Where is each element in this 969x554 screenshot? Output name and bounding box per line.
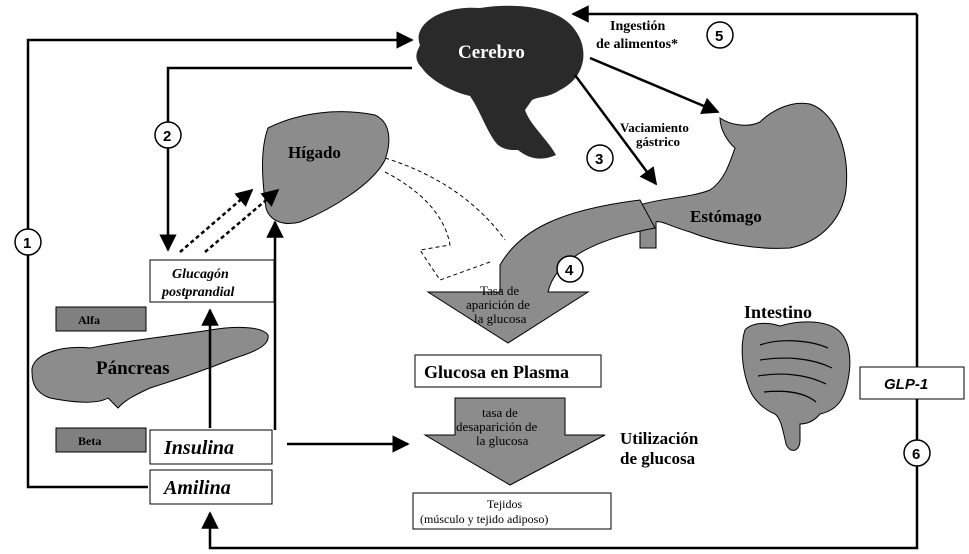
glp1-label: GLP-1	[884, 376, 928, 393]
tissues-label-1: Tejidos	[487, 497, 522, 511]
pathway-number-2: 2	[155, 122, 181, 148]
tissues-box: Tejidos (músculo y tejido adiposo)	[413, 493, 611, 529]
brain-label: Cerebro	[458, 42, 525, 63]
utilization-label-2: de glucosa	[620, 449, 696, 468]
svg-text:4: 4	[565, 262, 574, 279]
glucagon-box: Glucagón postprandial	[150, 260, 274, 302]
intestine-label: Intestino	[744, 302, 812, 322]
utilization-label-1: Utilización	[620, 429, 699, 448]
brain: Cerebro	[416, 6, 583, 159]
svg-text:5: 5	[715, 28, 723, 45]
insulin-label: Insulina	[163, 437, 234, 459]
tissues-label-2: (músculo y tejido adiposo)	[420, 512, 548, 526]
glucagon-label-1: Glucagón	[172, 267, 229, 282]
food-intake-label-2: de alimentos*	[596, 37, 678, 52]
beta-label: Beta	[78, 434, 101, 448]
glucose-appearance-flow	[428, 200, 655, 343]
glucagon-to-liver-arrows	[180, 190, 278, 252]
pathway-number-1: 1	[15, 229, 41, 255]
alpha-label: Alfa	[78, 313, 100, 327]
plasma-glucose-label: Glucosa en Plasma	[424, 362, 569, 382]
liver-glucose-output	[385, 158, 505, 280]
stomach-label: Estómago	[690, 207, 762, 226]
pathway-number-6: 6	[904, 440, 930, 466]
food-intake-label-1: Ingestión	[610, 19, 665, 34]
glucose-disappearance-arrow: tasa de desaparición de la glucosa	[425, 398, 605, 485]
pathway-number-5: 5	[707, 22, 733, 48]
disappearance-label-1: tasa de	[482, 405, 518, 420]
pathway-number-4: 4	[557, 256, 583, 282]
svg-text:1: 1	[23, 235, 31, 252]
amylin-label: Amilina	[162, 477, 231, 499]
glp1-box: GLP-1	[860, 367, 964, 399]
pancreas-label: Páncreas	[96, 358, 170, 379]
svg-text:3: 3	[595, 151, 603, 168]
glucagon-label-2: postprandial	[161, 285, 234, 300]
gastric-emptying-label-2: gástrico	[636, 134, 680, 149]
insulin-box: Insulina	[150, 430, 272, 464]
intestine: Intestino	[742, 302, 850, 450]
alpha-cell-box: Alfa	[56, 307, 146, 331]
pancreas: Páncreas	[32, 327, 268, 408]
appearance-label-1: Tasa de	[480, 283, 519, 298]
pathway-number-3: 3	[587, 145, 613, 171]
plasma-glucose-box: Glucosa en Plasma	[415, 355, 601, 387]
beta-cell-box: Beta	[56, 428, 146, 452]
liver-label: Hígado	[288, 143, 341, 162]
amylin-box: Amilina	[150, 470, 272, 504]
svg-text:6: 6	[912, 446, 920, 463]
svg-text:2: 2	[163, 128, 171, 145]
appearance-label-2: aparición de	[466, 297, 530, 312]
disappearance-label-3: la glucosa	[476, 433, 529, 448]
gastric-emptying-label-1: Vaciamiento	[620, 120, 689, 135]
liver: Hígado	[263, 112, 389, 224]
disappearance-label-2: desaparición de	[456, 419, 537, 434]
appearance-label-3: la glucosa	[474, 311, 527, 326]
